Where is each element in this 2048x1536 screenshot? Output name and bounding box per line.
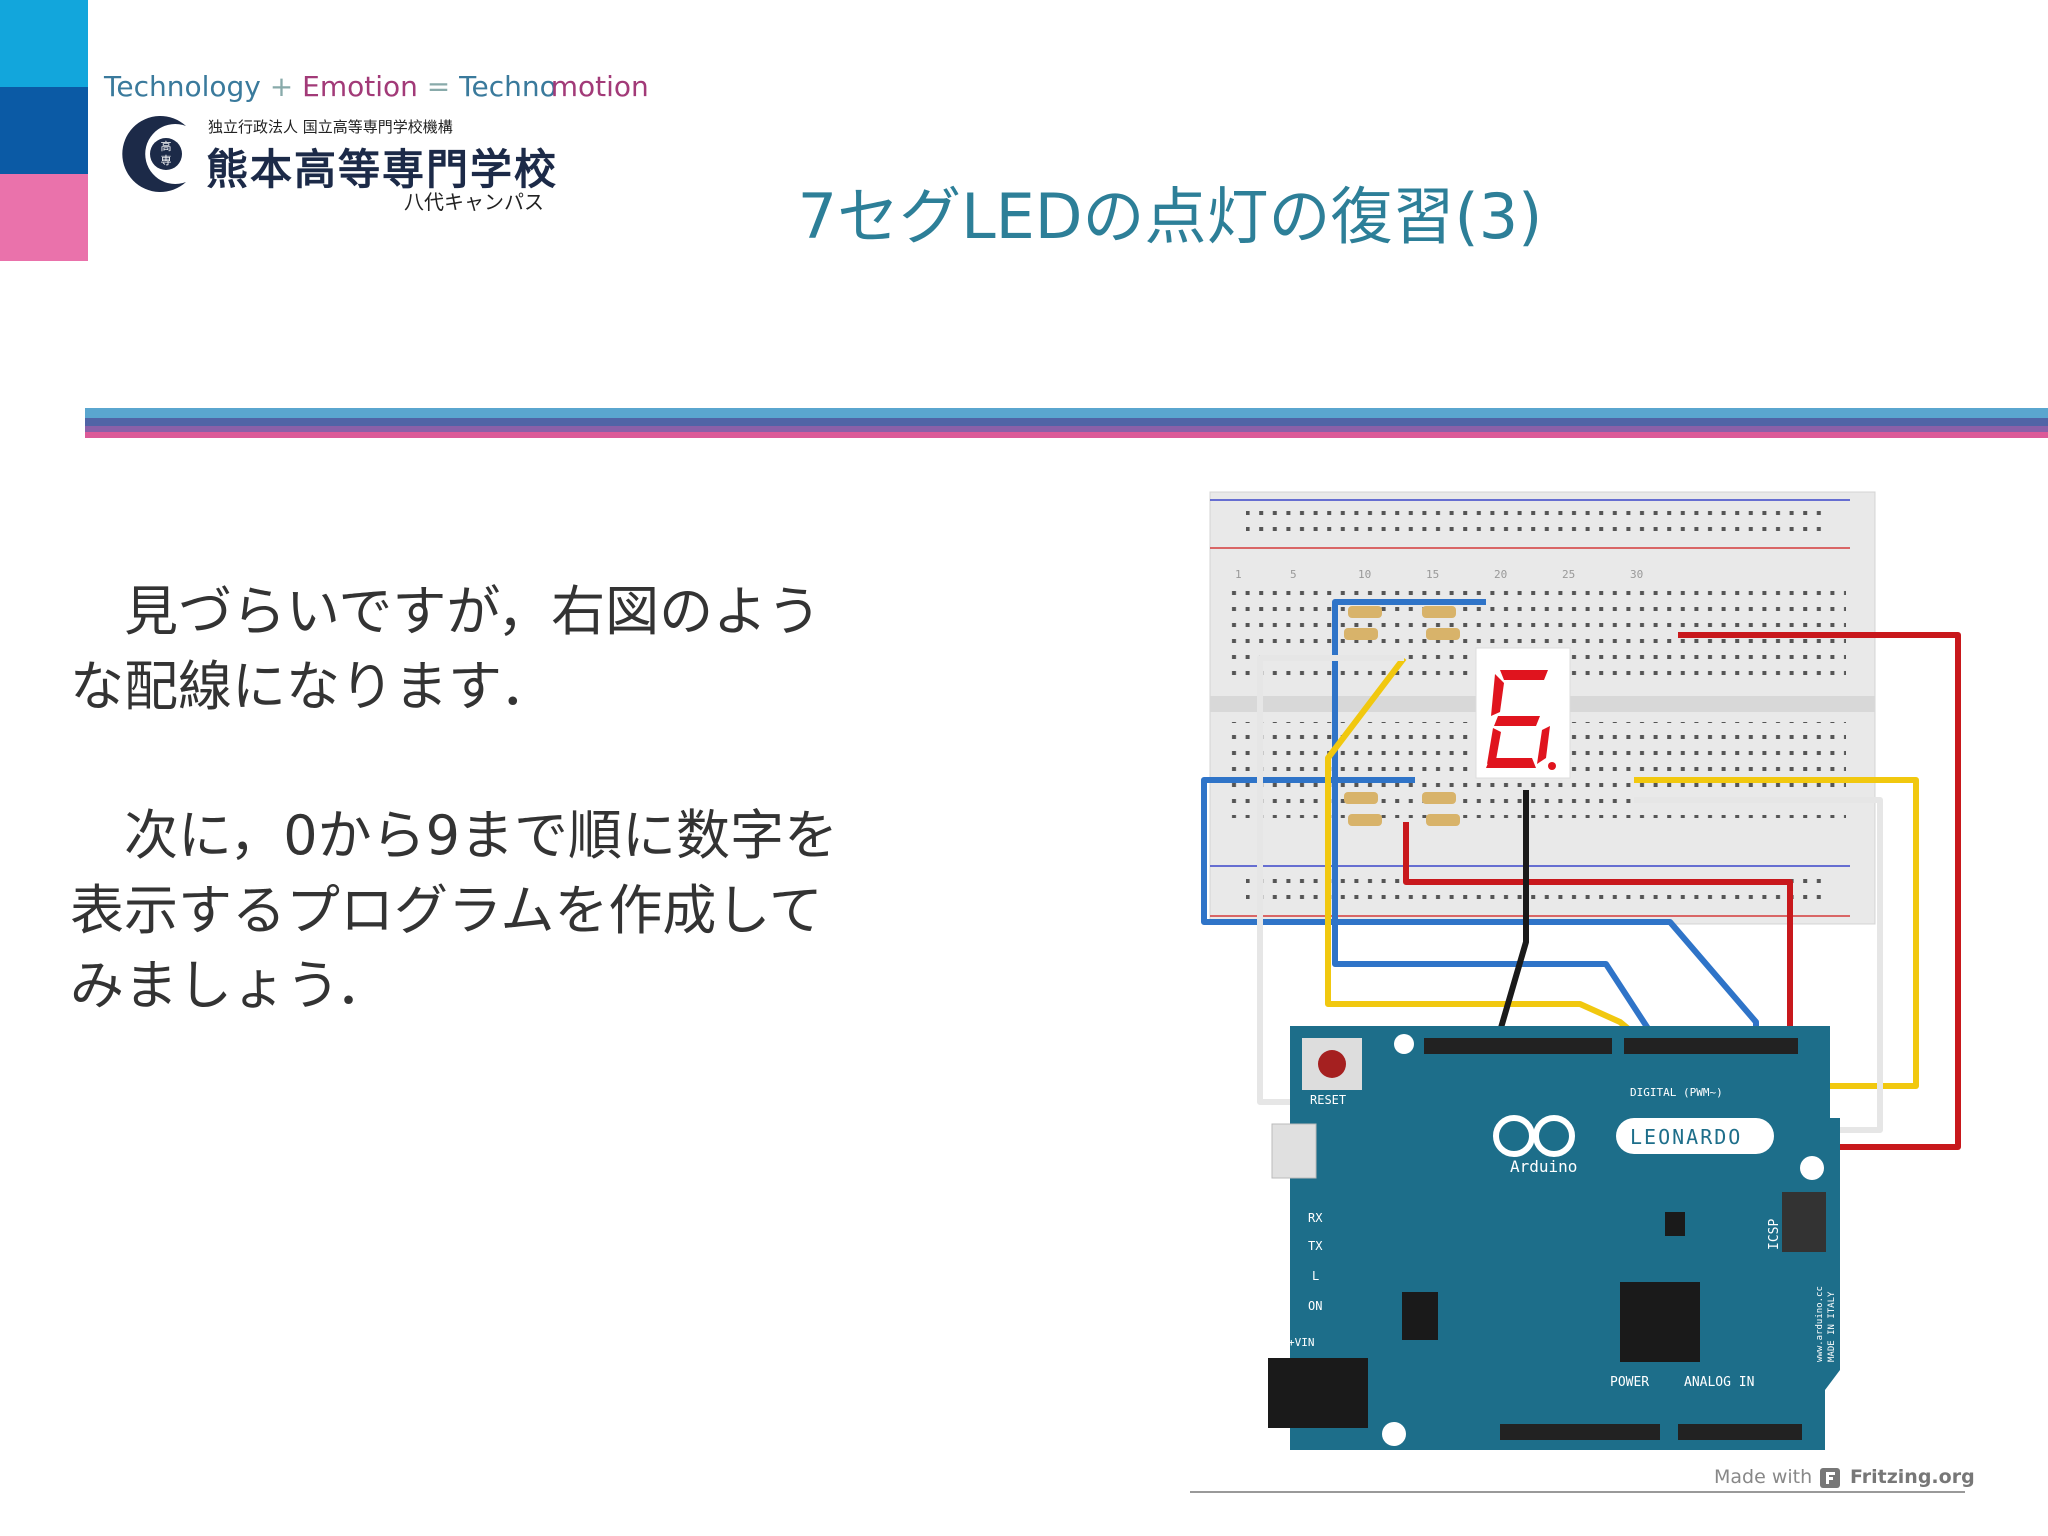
reset-button-cap — [1318, 1050, 1346, 1078]
tagline-motion: motion — [550, 70, 649, 103]
rx-label: RX — [1308, 1211, 1323, 1225]
made-in-label: MADE IN ITALY — [1827, 1291, 1837, 1362]
body-paragraph-1: 見づらいですが，右図のような配線になります． — [70, 580, 822, 718]
arduino-brand-label: Arduino — [1510, 1157, 1577, 1176]
mount-hole — [1800, 1156, 1824, 1180]
power-jack — [1268, 1358, 1368, 1428]
digital-header-left — [1424, 1038, 1612, 1054]
model-label-box — [1616, 1118, 1774, 1154]
brand-tagline: Technology + Emotion = Technomotion — [104, 70, 649, 103]
title-rule-blue — [85, 418, 2048, 426]
column-number: 5 — [1290, 568, 1297, 581]
credit-underline — [1190, 1491, 1965, 1493]
fritzing-logo-icon — [1820, 1468, 1840, 1488]
tagline-plus: + — [269, 70, 294, 103]
column-number: 10 — [1358, 568, 1371, 581]
column-number: 1 — [1235, 568, 1242, 581]
arduino-infinity-icon — [1493, 1115, 1575, 1157]
slide-title: 7セグLEDの点灯の復習(3) — [797, 180, 1543, 253]
analog-header — [1678, 1424, 1802, 1440]
digital-header-right — [1624, 1038, 1798, 1054]
column-number: 20 — [1494, 568, 1507, 581]
brand-stripe-pink — [0, 174, 88, 261]
tagline-techno: Techno — [459, 70, 557, 103]
title-rule-pink — [85, 432, 2048, 438]
seven-segment-digit — [1486, 670, 1556, 770]
model-label: LEONARDO — [1630, 1125, 1742, 1149]
school-logo-icon: 高 専 — [122, 116, 186, 192]
digital-label: DIGITAL (PWM~) — [1630, 1086, 1723, 1099]
power-header — [1500, 1424, 1660, 1440]
campus-name: 八代キャンパス — [404, 190, 544, 214]
power-label: POWER — [1610, 1375, 1649, 1390]
on-label: ON — [1308, 1299, 1322, 1313]
wire-red-2 — [1403, 822, 1793, 1054]
l-label: L — [1312, 1269, 1319, 1283]
voltage-regulator — [1402, 1292, 1438, 1340]
analog-label: ANALOG IN — [1684, 1375, 1754, 1390]
fritzing-link[interactable]: Fritzing.org — [1850, 1466, 1975, 1488]
tx-label: TX — [1308, 1239, 1323, 1253]
circuit-diagram: 1 5 10 15 20 25 30 — [1201, 491, 1961, 1450]
made-with-label: Made with — [1714, 1466, 1813, 1488]
mount-hole — [1394, 1034, 1414, 1054]
reset-label: RESET — [1310, 1093, 1346, 1107]
brand-stripe-cyan — [0, 0, 88, 87]
icsp-label: ICSP — [1767, 1219, 1782, 1250]
title-rule-light-blue — [85, 408, 2048, 418]
small-chip — [1665, 1212, 1685, 1236]
svg-text:高: 高 — [161, 139, 172, 153]
tagline-equals: = — [426, 70, 451, 103]
website-label: www.arduino.cc — [1815, 1286, 1825, 1362]
body-paragraph-2: 次に，0から9まで順に数字を表示するプログラムを作成してみましょう． — [70, 804, 839, 1017]
column-number: 25 — [1562, 568, 1575, 581]
vin-label: +VIN — [1288, 1336, 1315, 1349]
tagline-technology: Technology — [104, 70, 261, 103]
column-number: 30 — [1630, 568, 1643, 581]
brand-stripe-blue — [0, 87, 88, 174]
title-rule-purple — [85, 426, 2048, 432]
usb-port — [1271, 1123, 1317, 1179]
icsp-header — [1782, 1192, 1826, 1252]
arduino-board — [1290, 1026, 1840, 1450]
microcontroller-chip — [1620, 1282, 1700, 1362]
mount-hole — [1382, 1422, 1406, 1446]
org-name-small: 独立行政法人 国立高等専門学校機構 — [208, 118, 453, 136]
school-name: 熊本高等専門学校 — [206, 145, 559, 194]
tagline-emotion: Emotion — [302, 70, 418, 103]
svg-text:専: 専 — [161, 154, 172, 167]
column-number: 15 — [1426, 568, 1439, 581]
resistor-group — [1344, 606, 1460, 826]
hole-grid-rail-top — [1246, 508, 1826, 540]
